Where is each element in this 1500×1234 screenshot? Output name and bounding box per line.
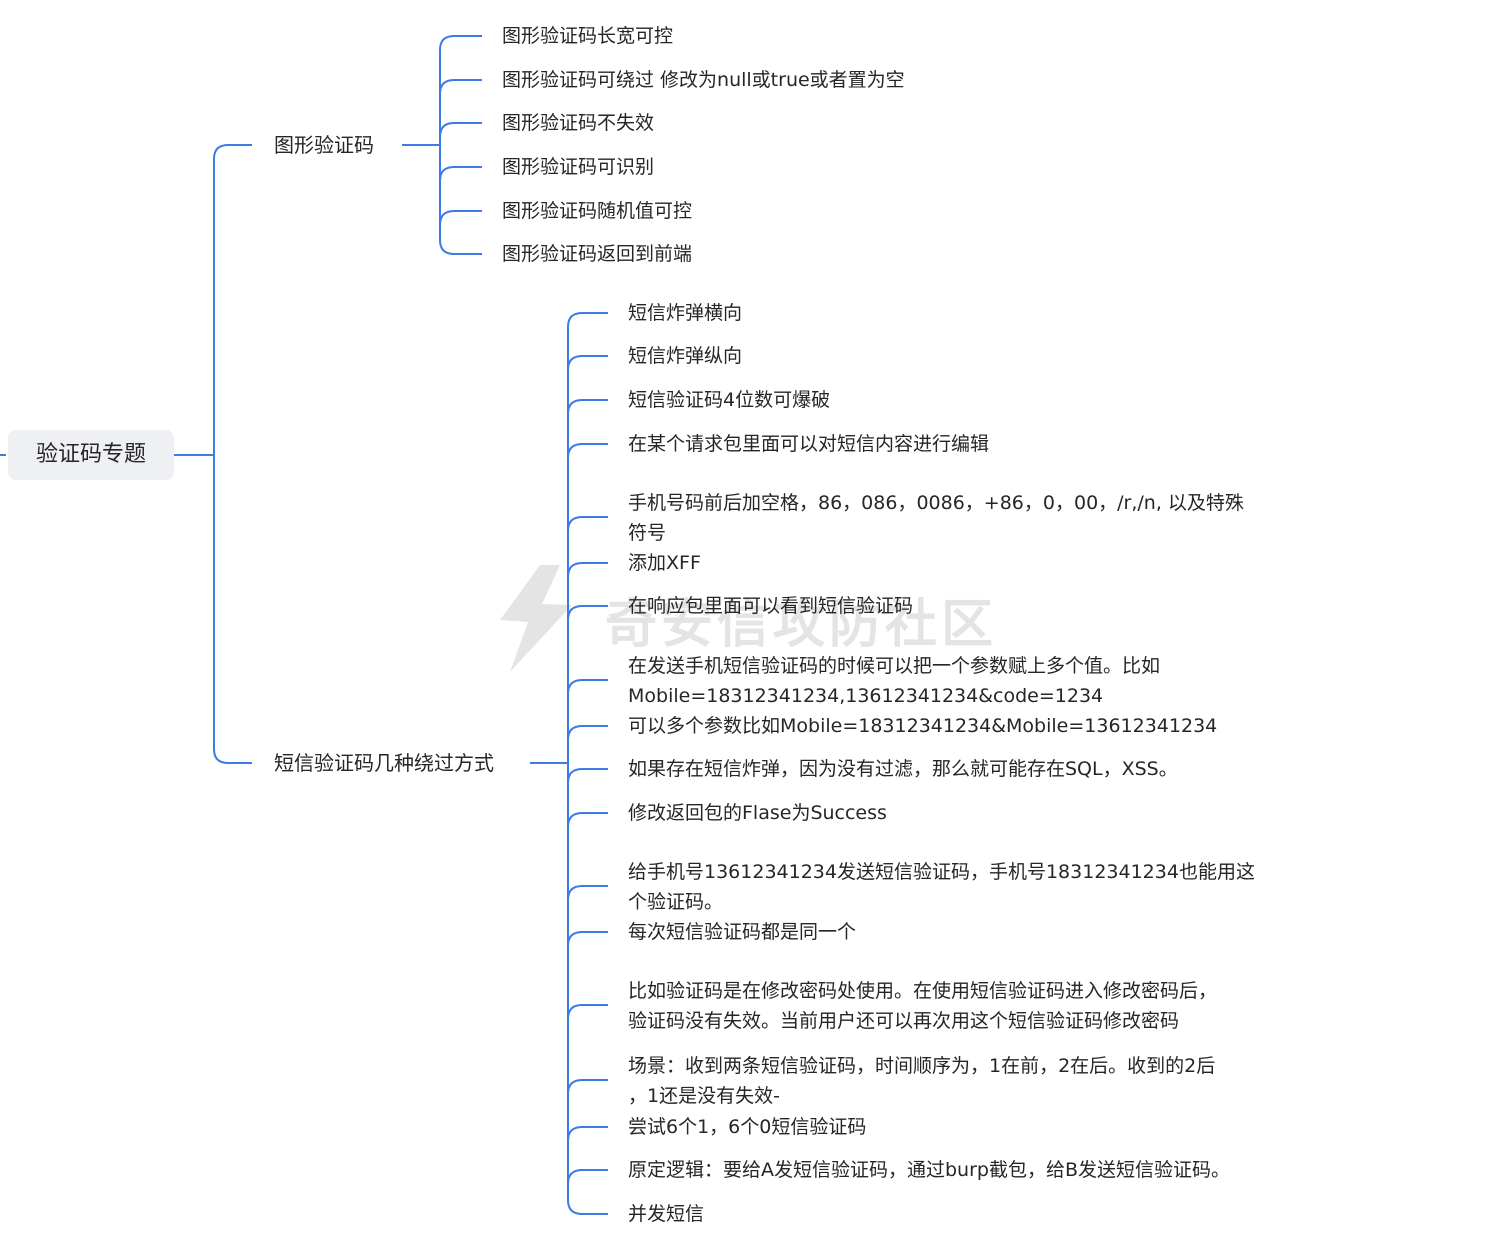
leaf-text-line: 图形验证码长宽可控 [502, 25, 674, 47]
leaf-node: 在某个请求包里面可以对短信内容进行编辑 [628, 429, 989, 459]
child-connector [439, 166, 482, 182]
root-trunk-line [213, 144, 229, 764]
leaf-node: 图形验证码随机值可控 [502, 196, 692, 226]
leaf-node: 并发短信 [628, 1199, 704, 1229]
branch-node-2: 短信验证码几种绕过方式 [274, 751, 494, 775]
leaf-node: 图形验证码可识别 [502, 152, 654, 182]
leaf-text-line: ，1还是没有失效- [628, 1085, 780, 1107]
leaf-text-line: 短信验证码4位数可爆破 [628, 389, 831, 411]
leaf-node: 图形验证码返回到前端 [502, 239, 692, 269]
child-connector [567, 725, 608, 741]
leaf-text-line: 图形验证码不失效 [502, 112, 655, 134]
leaf-node: 比如验证码是在修改密码处使用。在使用短信验证码进入修改密码后， 验证码没有失效。当… [628, 976, 1217, 1036]
child-connector [567, 312, 608, 328]
leaf-node: 场景：收到两条短信验证码，时间顺序为，1在前，2在后。收到的2后 ，1还是没有失效… [628, 1051, 1215, 1111]
leaf-node: 如果存在短信炸弹，因为没有过滤，那么就可能存在SQL，XSS。 [628, 754, 1178, 784]
leaf-text-line: Mobile=18312341234,13612341234&code=1234 [628, 685, 1104, 707]
leaf-text-line: 手机号码前后加空格，86，086，0086，+86，0，00，/r,/n, 以及… [628, 492, 1244, 514]
leaf-node: 短信炸弹横向 [628, 298, 742, 328]
leaf-text-line: 验证码没有失效。当前用户还可以再次用这个短信验证码修改密码 [628, 1010, 1180, 1032]
leaf-text-line: 图形验证码可识别 [502, 156, 655, 178]
leaf-node: 短信炸弹纵向 [628, 341, 742, 371]
child-connector [439, 122, 482, 138]
child-connector [567, 1079, 608, 1095]
leaf-text-line: 尝试6个1，6个0短信验证码 [628, 1116, 867, 1138]
leaf-text-line: 给手机号13612341234发送短信验证码，手机号18312341234也能用… [628, 861, 1255, 883]
leaf-text-line: 图形验证码返回到前端 [502, 243, 693, 265]
leaf-text-line: 图形验证码可绕过 修改为null或true或者置为空 [502, 69, 905, 91]
branch-node-1: 图形验证码 [274, 133, 374, 157]
leaf-text-line: 并发短信 [628, 1203, 705, 1225]
leaf-text-line: 符号 [628, 522, 667, 544]
leaf-text-line: 短信炸弹横向 [628, 302, 743, 324]
leaf-node: 手机号码前后加空格，86，086，0086，+86，0，00，/r,/n, 以及… [628, 488, 1244, 548]
child-connector [567, 931, 608, 947]
leaf-node: 给手机号13612341234发送短信验证码，手机号18312341234也能用… [628, 857, 1255, 917]
leaf-text-line: 比如验证码是在修改密码处使用。在使用短信验证码进入修改密码后， [628, 980, 1218, 1002]
leaf-text-line: 图形验证码随机值可控 [502, 200, 693, 222]
leaf-text-line: 添加XFF [628, 552, 701, 574]
leaf-text-line: 在发送手机短信验证码的时候可以把一个参数赋上多个值。比如 [628, 655, 1161, 677]
child-connector [567, 605, 608, 621]
leaf-node: 在响应包里面可以看到短信验证码 [628, 591, 913, 621]
child-connector [567, 516, 608, 532]
leaf-node: 尝试6个1，6个0短信验证码 [628, 1112, 866, 1142]
child-connector [567, 885, 608, 901]
child-connector [567, 1169, 608, 1185]
child-connector [567, 443, 608, 459]
child-connector [567, 1004, 608, 1020]
child-connector [567, 1126, 608, 1142]
child-connector [567, 355, 608, 371]
leaf-node: 图形验证码长宽可控 [502, 21, 673, 51]
child-connector [567, 562, 608, 578]
child-connector [567, 812, 608, 828]
leaf-text-line: 在某个请求包里面可以对短信内容进行编辑 [628, 433, 990, 455]
leaf-node: 每次短信验证码都是同一个 [628, 917, 856, 947]
child-connector [439, 239, 482, 255]
child-connector [567, 1199, 608, 1215]
leaf-node: 在发送手机短信验证码的时候可以把一个参数赋上多个值。比如 Mobile=18312… [628, 651, 1160, 711]
leaf-node: 修改返回包的Flase为Success [628, 798, 887, 828]
child-connector [567, 399, 608, 415]
leaf-node: 可以多个参数比如Mobile=18312341234&Mobile=136123… [628, 711, 1217, 741]
root-node: 验证码专题 [8, 430, 174, 480]
child-connector [439, 35, 482, 51]
leaf-text-line: 每次短信验证码都是同一个 [628, 921, 857, 943]
leaf-node: 原定逻辑：要给A发短信验证码，通过burp截包，给B发送短信验证码。 [628, 1155, 1230, 1185]
leaf-node: 添加XFF [628, 548, 701, 578]
child-connector [567, 768, 608, 784]
leaf-node: 图形验证码不失效 [502, 108, 654, 138]
leaf-node: 图形验证码可绕过 修改为null或true或者置为空 [502, 65, 905, 95]
leaf-text-line: 原定逻辑：要给A发短信验证码，通过burp截包，给B发送短信验证码。 [628, 1159, 1231, 1181]
child-connector [439, 210, 482, 226]
child-connector [439, 79, 482, 95]
leaf-text-line: 如果存在短信炸弹，因为没有过滤，那么就可能存在SQL，XSS。 [628, 758, 1178, 780]
leaf-node: 短信验证码4位数可爆破 [628, 385, 830, 415]
leaf-text-line: 短信炸弹纵向 [628, 345, 743, 367]
child-connector [567, 679, 608, 695]
leaf-text-line: 个验证码。 [628, 891, 724, 913]
leaf-text-line: 在响应包里面可以看到短信验证码 [628, 595, 914, 617]
leaf-text-line: 可以多个参数比如Mobile=18312341234&Mobile=136123… [628, 715, 1218, 737]
leaf-text-line: 修改返回包的Flase为Success [628, 802, 887, 824]
leaf-text-line: 场景：收到两条短信验证码，时间顺序为，1在前，2在后。收到的2后 [628, 1055, 1216, 1077]
